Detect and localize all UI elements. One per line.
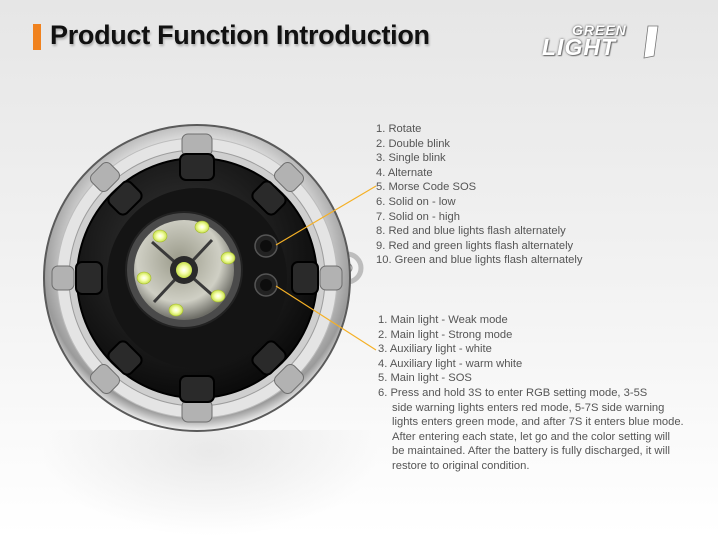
list-item-continuation: restore to original condition.	[378, 459, 708, 474]
list-item: 7. Solid on - high	[376, 210, 460, 223]
list-item: 9. Red and green lights flash alternatel…	[376, 239, 574, 252]
brand-logo: GREEN LIGHT	[540, 20, 660, 62]
list-item: 4. Alternate	[376, 166, 433, 179]
continuation-line: be maintained. After the battery is full…	[392, 445, 670, 458]
logo-swoosh-icon	[643, 25, 659, 59]
list-item-continuation: be maintained. After the battery is full…	[378, 444, 708, 459]
list-item: 5. Main light - SOS	[378, 372, 472, 385]
device-reflection	[40, 430, 380, 536]
continuation-line: restore to original condition.	[392, 459, 530, 472]
page-title: Product Function Introduction	[50, 20, 430, 50]
list-item: 1. Main light - Weak mode	[378, 314, 508, 326]
list-item: 4. Auxiliary light - warm white	[378, 357, 523, 370]
continuation-line: side warning lights enters red mode, 5-7…	[392, 401, 665, 414]
list-item: 1. Rotate	[376, 123, 422, 135]
button1-mode-list: 1. Rotate 2. Double blink 3. Single blin…	[376, 122, 696, 268]
title-accent-bar	[33, 24, 41, 50]
list-item: 10. Green and blue lights flash alternat…	[376, 254, 583, 267]
list-item-continuation: side warning lights enters red mode, 5-7…	[378, 401, 708, 416]
list-item: 3. Single blink	[376, 152, 446, 165]
list-item: 3. Auxiliary light - white	[378, 343, 492, 356]
list-item: 8. Red and blue lights flash alternately	[376, 225, 566, 238]
list-item: 5. Morse Code SOS	[376, 181, 477, 194]
round-warning-light-icon	[43, 124, 364, 432]
logo-top-text: GREEN	[572, 22, 627, 38]
list-item: 2. Double blink	[376, 137, 451, 150]
logo-bottom-text: LIGHT	[542, 34, 616, 60]
list-item: 2. Main light - Strong mode	[378, 328, 513, 341]
continuation-line: lights enters green mode, and after 7S i…	[392, 416, 684, 429]
device-illustration	[42, 124, 372, 434]
button2-mode-list: 1. Main light - Weak mode 2. Main light …	[378, 313, 708, 474]
list-item: 6. Press and hold 3S to enter RGB settin…	[378, 386, 648, 399]
list-item: 6. Solid on - low	[376, 195, 456, 208]
list-item-continuation: lights enters green mode, and after 7S i…	[378, 415, 708, 430]
continuation-line: After entering each state, let go and th…	[392, 430, 670, 443]
list-item-continuation: After entering each state, let go and th…	[378, 430, 708, 445]
